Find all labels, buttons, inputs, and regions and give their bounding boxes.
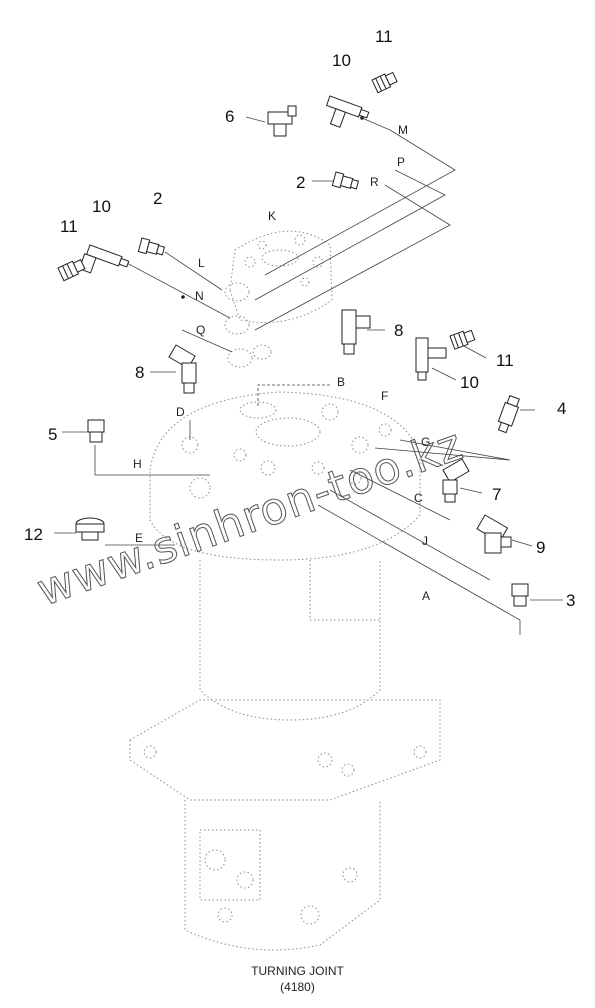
port-label: J bbox=[422, 534, 428, 548]
plug-icon bbox=[511, 583, 529, 607]
part-label: 9 bbox=[536, 538, 545, 557]
part-label: 6 bbox=[225, 107, 234, 126]
leader-port-r bbox=[254, 184, 451, 331]
port-label: R bbox=[370, 175, 379, 189]
leader-port-p bbox=[254, 169, 446, 301]
hex-adapter-icon bbox=[371, 71, 398, 94]
port-label: K bbox=[268, 209, 276, 223]
diagram-title: TURNING JOINT bbox=[251, 964, 344, 978]
part-label: 7 bbox=[492, 485, 501, 504]
diagram-code: (4180) bbox=[280, 980, 315, 994]
port-label: M bbox=[398, 123, 408, 137]
part-label: 4 bbox=[557, 399, 566, 418]
tee-fitting-icon bbox=[78, 244, 130, 274]
port-label: E bbox=[135, 531, 143, 545]
part-label: 8 bbox=[394, 321, 403, 340]
turning-joint-body bbox=[129, 230, 441, 951]
port-label: H bbox=[133, 457, 142, 471]
part-label: 11 bbox=[60, 217, 78, 236]
hex-nipple-icon bbox=[137, 237, 166, 256]
part-label: 10 bbox=[460, 373, 479, 392]
part-label: 3 bbox=[566, 591, 575, 610]
leader-port-c bbox=[349, 469, 451, 521]
part-label: 11 bbox=[496, 351, 514, 370]
leader-lines bbox=[54, 116, 563, 635]
leader-port-b bbox=[257, 384, 330, 408]
plug-icon bbox=[87, 419, 105, 443]
port-label: P bbox=[397, 155, 405, 169]
leader-dots bbox=[181, 116, 364, 299]
part-label: 12 bbox=[24, 525, 43, 544]
elbow-fitting-icon bbox=[476, 514, 512, 554]
part-label: 5 bbox=[48, 425, 57, 444]
leader-port-m bbox=[264, 117, 456, 276]
tee-fitting-icon bbox=[325, 95, 370, 128]
port-label: B bbox=[337, 375, 345, 389]
hex-adapter-icon bbox=[449, 329, 476, 350]
port-label: G bbox=[421, 435, 430, 449]
part-label: 2 bbox=[153, 189, 162, 208]
port-label: N bbox=[195, 289, 204, 303]
hex-nipple-icon bbox=[331, 171, 360, 190]
leader-port-a bbox=[317, 504, 521, 635]
leader-port-l bbox=[164, 251, 223, 291]
port-label: A bbox=[422, 589, 430, 603]
tee-fitting-icon bbox=[415, 337, 447, 381]
elbow-fitting-icon bbox=[168, 344, 197, 394]
leader-port-h bbox=[94, 445, 210, 476]
elbow-fitting-icon bbox=[267, 105, 297, 137]
port-label: D bbox=[176, 405, 185, 419]
leader-port-n bbox=[124, 261, 231, 319]
leader-port-j bbox=[329, 489, 491, 581]
cap-plug-icon bbox=[75, 517, 105, 541]
elbow-fitting-icon bbox=[341, 309, 371, 355]
watermark-text: www.sinhron-too.kz bbox=[31, 419, 470, 616]
port-label: Q bbox=[196, 323, 205, 337]
port-label: L bbox=[198, 256, 205, 270]
port-label: C bbox=[414, 491, 423, 505]
part-label: 10 bbox=[332, 51, 351, 70]
port-label: F bbox=[381, 389, 388, 403]
leader-port-g bbox=[374, 439, 511, 461]
elbow-fitting-icon bbox=[442, 458, 470, 503]
hex-adapter-icon bbox=[57, 259, 86, 282]
part-label: 2 bbox=[296, 173, 305, 192]
part-label: 8 bbox=[135, 363, 144, 382]
leader-port-q bbox=[181, 329, 233, 353]
part-label: 10 bbox=[92, 197, 111, 216]
part-label: 11 bbox=[375, 27, 393, 46]
straight-connector-icon bbox=[497, 395, 520, 434]
